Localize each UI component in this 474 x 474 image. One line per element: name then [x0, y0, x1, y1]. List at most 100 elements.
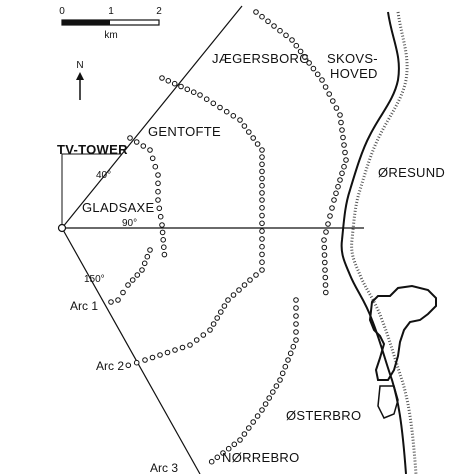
arc-1-label: Arc 1 [70, 299, 98, 313]
coastline [340, 11, 418, 474]
measurement-dot [160, 237, 166, 243]
measurement-dot [271, 23, 277, 29]
place-gladsaxe: GLADSAXE [82, 200, 155, 215]
measurement-dot [259, 168, 265, 175]
measurement-dot [283, 32, 289, 39]
measurement-dots [108, 9, 349, 465]
measurement-dot [241, 123, 248, 129]
measurement-dot [155, 188, 161, 195]
measurement-dot [231, 441, 238, 448]
measurement-dot [159, 75, 165, 81]
measurement-dot [323, 229, 329, 235]
measurement-dot [331, 197, 337, 203]
measurement-dot [259, 205, 265, 211]
arc-2-label: Arc 2 [96, 359, 124, 373]
measurement-dot [259, 259, 265, 266]
measurement-dot [217, 104, 223, 111]
measurement-dot [210, 100, 217, 107]
measurement-dot [259, 190, 265, 196]
measurement-dot [290, 343, 297, 350]
measurement-dot [277, 27, 283, 34]
measurement-dot [326, 91, 333, 97]
measurement-dot [155, 180, 161, 187]
measurement-dot [259, 407, 265, 413]
scale-tick-1: 1 [108, 6, 114, 17]
measurement-dot [178, 83, 184, 90]
measurement-dot [259, 220, 265, 227]
measurement-dot [330, 98, 336, 104]
measurement-dot [225, 297, 231, 303]
measurement-dot [321, 244, 328, 251]
measurement-dot [127, 135, 133, 141]
measurement-dot [297, 48, 304, 55]
angle-40: 40° [96, 170, 111, 181]
north-arrow-icon: N [76, 60, 84, 100]
measurement-dot [149, 354, 156, 361]
measurement-dot [164, 349, 171, 356]
measurement-dot [259, 154, 265, 160]
measurement-dot [134, 272, 141, 278]
measurement-dot [157, 352, 163, 358]
measurement-dot [327, 213, 333, 219]
measurement-dot [259, 236, 265, 242]
measurement-dot [250, 419, 256, 425]
measurement-dot [279, 370, 286, 377]
measurement-dot [259, 161, 265, 168]
scale-unit: km [104, 30, 117, 41]
measurement-dot [337, 177, 343, 183]
measurement-dot [230, 113, 237, 119]
measurement-dot [142, 357, 148, 363]
measurement-dot [322, 259, 328, 266]
measurement-dot [159, 229, 166, 236]
measurement-dot [293, 42, 300, 49]
measurement-dot [259, 175, 265, 182]
measurement-dot [200, 332, 207, 338]
measurement-dot [287, 350, 294, 357]
measurement-dot [254, 141, 261, 147]
measurement-dot [157, 213, 164, 220]
measurement-dot [293, 329, 299, 335]
measurement-dot [161, 244, 167, 250]
measurement-dot [322, 84, 329, 90]
measurement-dot [225, 445, 232, 452]
measurement-dot [108, 299, 114, 305]
measurement-dot [165, 78, 172, 84]
measurement-dot [218, 309, 224, 315]
measurement-dot [141, 260, 148, 267]
measurement-dot [253, 9, 259, 15]
measurement-dot [161, 251, 168, 258]
measurement-dot [220, 450, 226, 456]
rays [57, 5, 364, 474]
harbour [368, 284, 437, 419]
measurement-dot [259, 251, 265, 258]
measurement-dot [129, 277, 136, 283]
measurement-dot [197, 92, 203, 98]
measurement-dot [241, 431, 248, 437]
place-skovshoved-line1: SKOVS- [327, 51, 378, 66]
place-skovshoved-line2: HOVED [330, 66, 378, 81]
measurement-dot [241, 282, 248, 288]
measurement-dot [246, 425, 252, 431]
measurement-dot [333, 105, 340, 111]
measurement-dot [237, 437, 243, 443]
measurement-dot [187, 342, 193, 348]
measurement-dot [259, 243, 265, 250]
measurement-dot [310, 65, 317, 72]
measurement-dot [193, 337, 200, 343]
measurement-dot [329, 205, 335, 211]
measurement-dot [339, 127, 345, 133]
measurement-dot [147, 147, 153, 153]
measurement-dot [259, 267, 265, 273]
measurement-dot [120, 289, 126, 296]
measurement-dot [133, 139, 140, 145]
measurement-dot [314, 71, 321, 78]
measurement-dot [190, 89, 197, 95]
measurement-dot [144, 253, 151, 260]
measurement-dot [289, 37, 295, 43]
measurement-dot [285, 357, 291, 363]
measurement-dot [203, 96, 210, 102]
measurement-dot [115, 297, 121, 303]
measurement-dot [152, 163, 159, 170]
measurement-dot [156, 205, 163, 212]
measurement-dot [230, 292, 237, 298]
